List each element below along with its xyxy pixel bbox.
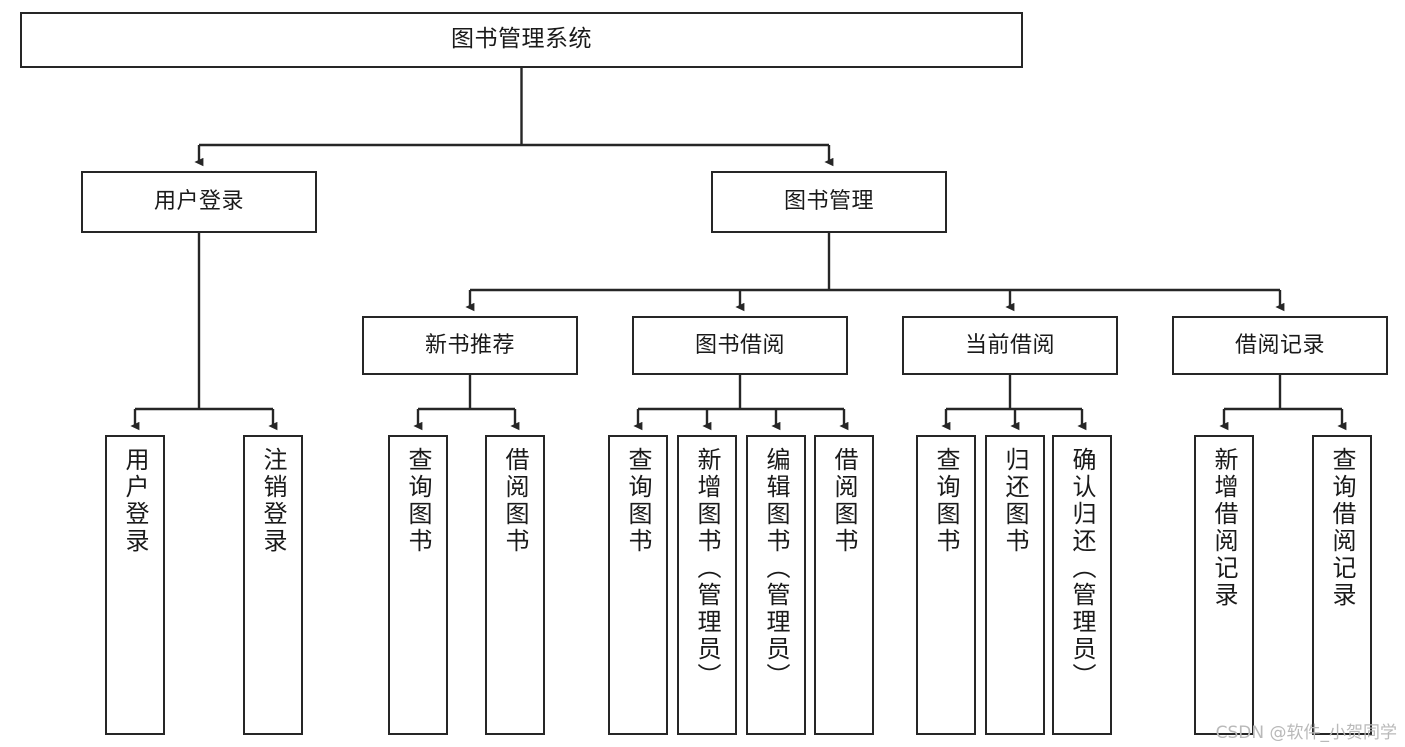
node-leaf-user-login[interactable]: 用户登录 [105, 435, 165, 735]
node-new-book-rec[interactable]: 新书推荐 [362, 316, 578, 375]
node-label: 确认归还（管理员） [1068, 447, 1096, 690]
node-label: 查询图书 [624, 447, 652, 555]
node-user-login[interactable]: 用户登录 [81, 171, 317, 233]
node-leaf-rec-search[interactable]: 查询借阅记录 [1312, 435, 1372, 735]
node-label: 图书借阅 [694, 332, 785, 358]
node-leaf-borrow-query[interactable]: 查询图书 [608, 435, 668, 735]
node-root[interactable]: 图书管理系统 [20, 12, 1023, 68]
node-label: 归还图书 [1001, 447, 1029, 555]
node-label: 查询借阅记录 [1328, 447, 1356, 609]
node-leaf-cur-return[interactable]: 归还图书 [985, 435, 1045, 735]
node-leaf-borrow-lend[interactable]: 借阅图书 [814, 435, 874, 735]
node-label: 用户登录 [121, 447, 149, 555]
node-leaf-cur-confirm[interactable]: 确认归还（管理员） [1052, 435, 1112, 735]
node-label: 用户登录 [153, 189, 244, 215]
node-label: 借阅记录 [1234, 332, 1325, 358]
node-label: 图书管理系统 [451, 26, 592, 53]
node-leaf-cur-query[interactable]: 查询图书 [916, 435, 976, 735]
node-label: 当前借阅 [964, 332, 1055, 358]
node-label: 查询图书 [932, 447, 960, 555]
node-label: 编辑图书（管理员） [762, 447, 790, 690]
node-leaf-rec-query[interactable]: 查询图书 [388, 435, 448, 735]
node-label: 注销登录 [259, 447, 287, 555]
node-leaf-rec-add[interactable]: 新增借阅记录 [1194, 435, 1254, 735]
node-book-borrow[interactable]: 图书借阅 [632, 316, 848, 375]
node-leaf-borrow-add[interactable]: 新增图书（管理员） [677, 435, 737, 735]
node-label: 新增借阅记录 [1210, 447, 1238, 609]
node-label: 新书推荐 [424, 332, 515, 358]
node-label: 图书管理 [783, 189, 874, 215]
node-label: 借阅图书 [501, 447, 529, 555]
node-leaf-borrow-edit[interactable]: 编辑图书（管理员） [746, 435, 806, 735]
node-borrow-record[interactable]: 借阅记录 [1172, 316, 1388, 375]
node-label: 新增图书（管理员） [693, 447, 721, 690]
node-current-borrow[interactable]: 当前借阅 [902, 316, 1118, 375]
node-book-manage[interactable]: 图书管理 [711, 171, 947, 233]
node-label: 查询图书 [404, 447, 432, 555]
node-leaf-rec-borrow[interactable]: 借阅图书 [485, 435, 545, 735]
node-leaf-user-logout[interactable]: 注销登录 [243, 435, 303, 735]
node-label: 借阅图书 [830, 447, 858, 555]
